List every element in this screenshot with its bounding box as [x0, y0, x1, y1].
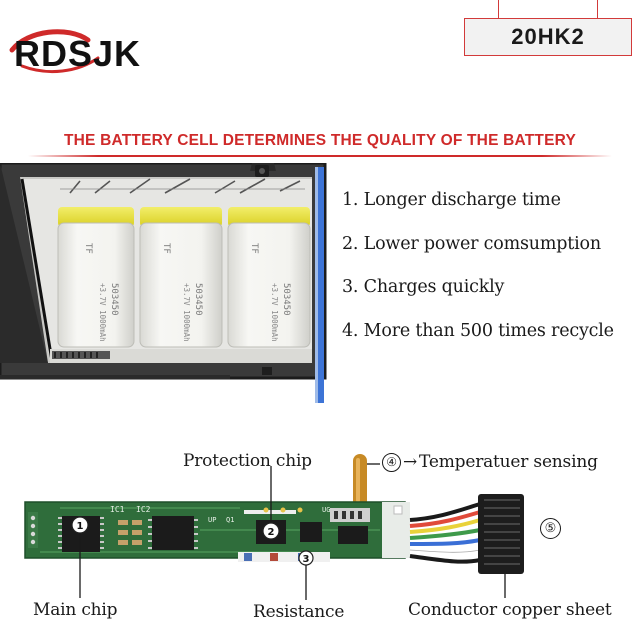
silk-ug: UG	[322, 506, 330, 514]
brand-logo: RDSJK	[8, 28, 178, 74]
label-temperature-sensing: ④ → Temperatuer sensing	[382, 452, 598, 472]
label-temperature-text: Temperatuer sensing	[419, 452, 598, 472]
model-badge: 20HK2	[464, 18, 632, 56]
silk-ic1: IC1	[110, 505, 125, 514]
headline-section: THE BATTERY CELL DETERMINES THE QUALITY …	[28, 127, 612, 157]
silk-q1: Q1	[226, 516, 234, 524]
battery-pack-photo: TF 503450 +3.7V 1000mAh TF 503450 +3.7V …	[0, 163, 327, 403]
headline: THE BATTERY CELL DETERMINES THE QUALITY …	[64, 132, 576, 149]
brand-name: RDSJK	[14, 33, 141, 74]
cell-2: TF 503450 +3.7V 1000mAh	[139, 207, 223, 348]
feature-item: 1. Longer discharge time	[342, 190, 561, 210]
cell-3: TF 503450 +3.7V 1000mAh	[227, 207, 311, 348]
label-copper-number: ⑤	[540, 518, 561, 539]
silk-ic2: IC2	[136, 505, 151, 514]
marker-1: 1	[77, 521, 84, 532]
feature-item: 3. Charges quickly	[342, 277, 505, 297]
cell-3-model: 503450	[281, 283, 291, 316]
label-conductor-copper-sheet: Conductor copper sheet	[408, 600, 612, 620]
label-main-chip: Main chip	[33, 600, 118, 620]
label-temperature-number: ④	[382, 452, 401, 472]
conductor-connector	[478, 494, 524, 574]
cell-3-brand: TF	[249, 243, 259, 254]
cell-1-spec: +3.7V 1000mAh	[98, 283, 107, 342]
arrow-right-icon: →	[403, 452, 418, 472]
brand-swoosh-icon: RDSJK	[9, 29, 141, 74]
model-tab-lines	[498, 0, 598, 18]
label-resistance: Resistance	[253, 602, 345, 622]
feature-item: 2. Lower power comsumption	[342, 233, 601, 254]
feature-item: 4. More than 500 times recycle	[342, 320, 614, 341]
resistance	[238, 552, 330, 562]
cell-1-model: 503450	[109, 283, 119, 316]
silk-up: UP	[208, 516, 216, 524]
cell-1-brand: TF	[83, 243, 93, 254]
feature-list: 1. Longer discharge time 2. Lower power …	[342, 190, 640, 364]
headline-rule	[28, 155, 612, 157]
cell-2-model: 503450	[193, 283, 203, 316]
cell-2-spec: +3.7V 1000mAh	[182, 283, 191, 342]
cell-1: TF 503450 +3.7V 1000mAh	[57, 207, 135, 348]
model-code: 20HK2	[511, 24, 585, 49]
marker-3: 3	[303, 554, 310, 565]
cell-2-brand: TF	[161, 243, 171, 254]
cell-3-spec: +3.7V 1000mAh	[270, 283, 279, 342]
label-protection-chip: Protection chip	[183, 451, 312, 471]
marker-2: 2	[268, 527, 275, 538]
protection-board-photo: IC1 IC2 UP Q1 UG 1 2 3	[24, 454, 524, 600]
